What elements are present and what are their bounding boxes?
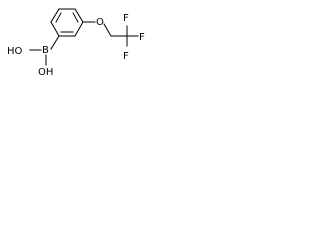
ring-bond (50, 21, 60, 37)
hydroxyl-label-top: HO (7, 46, 23, 57)
ether-oxygen-label: O (96, 17, 104, 28)
hydroxyl-label-bottom: OH (38, 67, 53, 78)
ring-bond (50, 8, 60, 23)
fluorine-label-bottom: F (123, 51, 129, 62)
ring-bond (74, 8, 84, 23)
ring-boron-bond (50, 35, 60, 50)
benzene-ring (50, 8, 84, 37)
fluorine-label-right: F (139, 32, 145, 43)
boron-label: B (42, 45, 49, 56)
chemical-structure: HO B OH O F F F (7, 8, 145, 78)
ring-bond (74, 21, 84, 37)
fluorine-label-top: F (123, 13, 129, 24)
ring-double-bond (55, 12, 62, 23)
oxygen-methylene-bond (103, 23, 112, 37)
ring-double-bond (72, 12, 79, 23)
